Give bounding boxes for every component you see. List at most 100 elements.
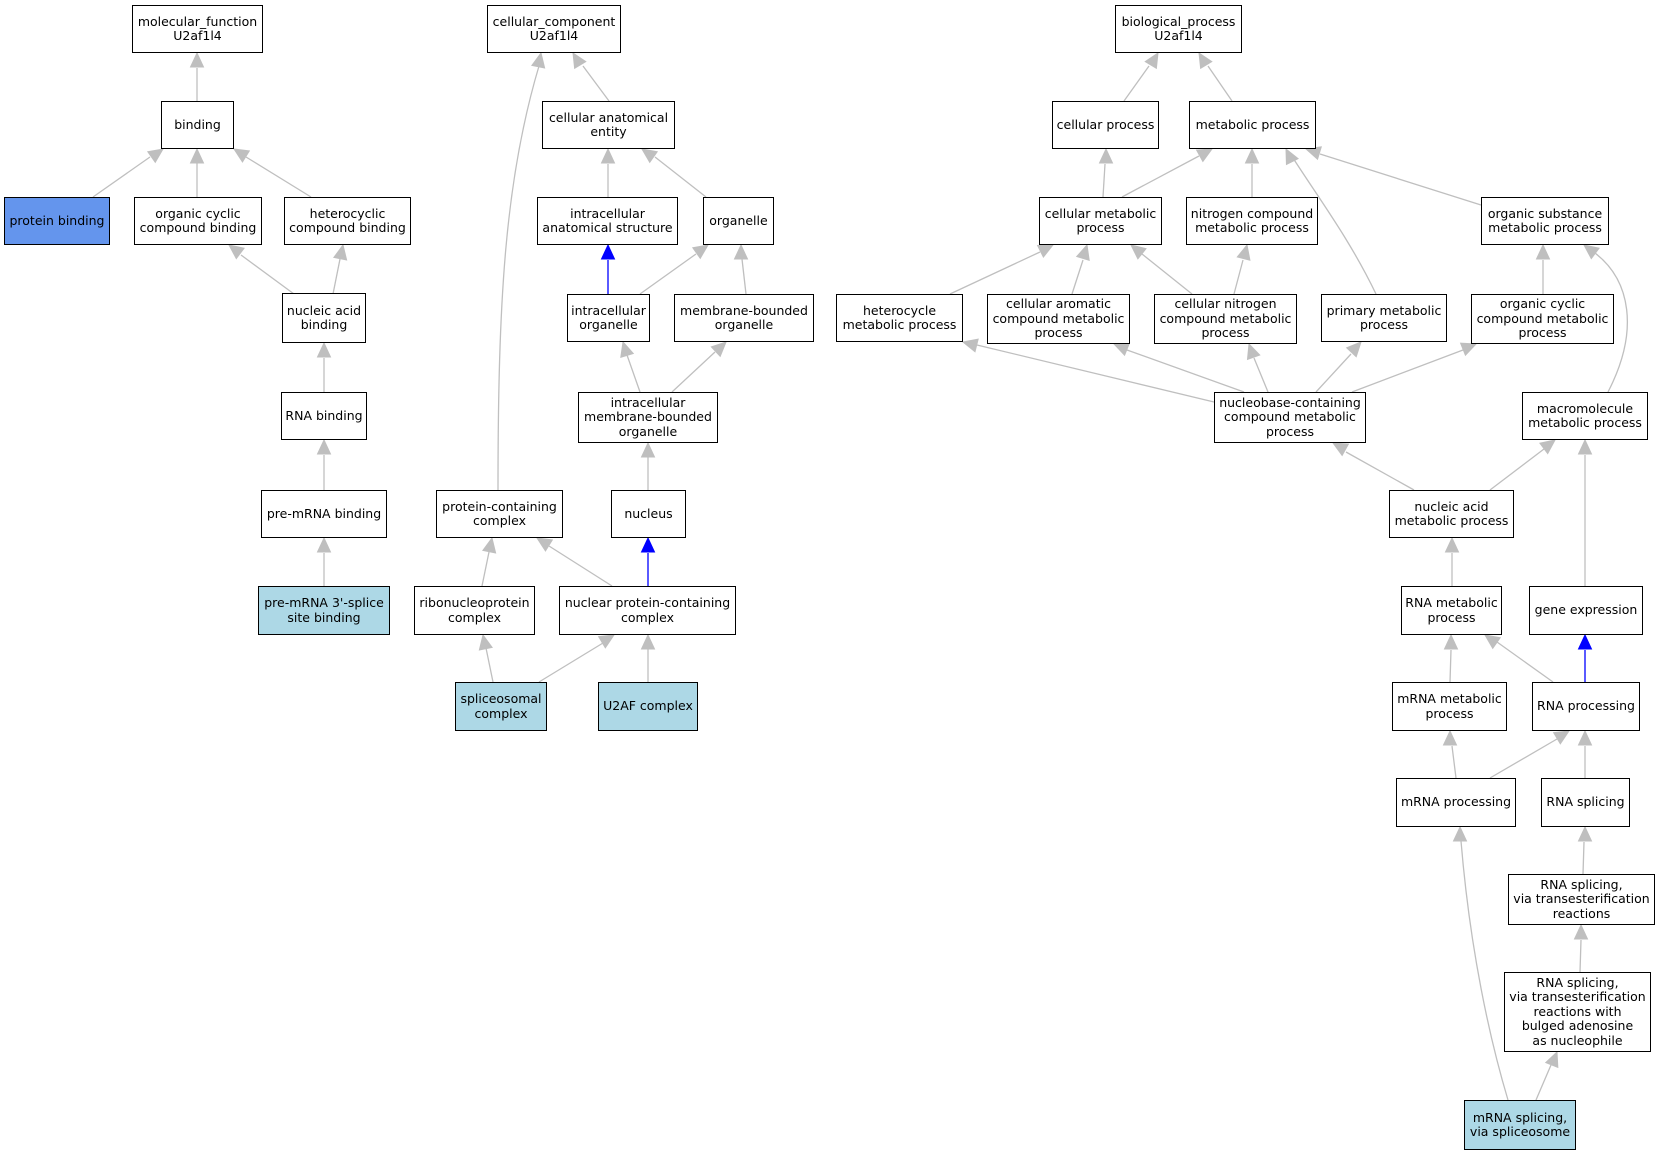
edge-line (1496, 641, 1554, 683)
go-term-protein-binding[interactable]: protein binding (4, 197, 110, 245)
go-term-mrna-processing[interactable]: mRNA processing (1396, 778, 1516, 827)
edge-line (1292, 157, 1377, 295)
go-term-nitrogen-compound-metabolic-process[interactable]: nitrogen compound metabolic process (1186, 197, 1318, 245)
edge-arrowhead (189, 51, 205, 68)
edge-arrowhead (482, 536, 497, 554)
edge-line (1579, 939, 1582, 973)
go-term-organelle[interactable]: organelle (703, 197, 774, 245)
edge-arrowhead (1459, 342, 1478, 357)
edge-arrowhead (1577, 729, 1593, 746)
edge-arrowhead (1195, 148, 1214, 163)
go-term-intracellular-organelle[interactable]: intracellular organelle (567, 294, 650, 342)
go-term-cellular-aromatic-compound-metabolic-process[interactable]: cellular aromatic compound metabolic pro… (987, 294, 1130, 344)
edge-line (1345, 451, 1415, 491)
go-term-macromolecule-metabolic-process[interactable]: macromolecule metabolic process (1522, 392, 1648, 440)
go-term-ribonucleoprotein-complex[interactable]: ribonucleoprotein complex (414, 586, 535, 635)
edge-arrowhead (1452, 825, 1468, 842)
go-term-cellular-metabolic-process[interactable]: cellular metabolic process (1039, 197, 1162, 245)
go-term-metabolic-process[interactable]: metabolic process (1189, 101, 1316, 149)
edge-line (1315, 353, 1352, 393)
go-term-pre-mrna-3-splice-site-binding[interactable]: pre-mRNA 3'-splice site binding (258, 586, 390, 635)
edge-line (1489, 738, 1558, 779)
go-term-nucleic-acid-binding[interactable]: nucleic acid binding (282, 293, 366, 343)
go-term-organic-cyclic-compound-binding[interactable]: organic cyclic compound binding (134, 197, 262, 245)
edge-arrowhead (1098, 147, 1114, 164)
edge-line (1121, 155, 1200, 198)
go-term-rna-binding[interactable]: RNA binding (281, 392, 367, 440)
go-term-u2af-complex[interactable]: U2AF complex (598, 682, 698, 731)
go-term-cellular-nitrogen-compound-metabolic-process[interactable]: cellular nitrogen compound metabolic pro… (1154, 294, 1297, 344)
go-term-intracellular-anatomical-structure[interactable]: intracellular anatomical structure (537, 197, 678, 245)
go-term-heterocycle-metabolic-process[interactable]: heterocycle metabolic process (836, 294, 963, 342)
go-term-nuclear-protein-containing-complex[interactable]: nuclear protein-containing complex (559, 586, 736, 635)
go-term-protein-containing-complex[interactable]: protein-containing complex (436, 490, 563, 538)
go-term-rna-processing[interactable]: RNA processing (1532, 682, 1640, 731)
edge-arrowhead (1236, 243, 1251, 261)
go-term-intracellular-membrane-bounded-organelle[interactable]: intracellular membrane-bounded organelle (578, 392, 718, 443)
edge-line (1141, 253, 1193, 295)
edge-line (245, 156, 312, 198)
edge-line (626, 354, 641, 393)
edge-arrowhead (1112, 342, 1131, 357)
go-term-molecular-function-root[interactable]: molecular_function U2af1l4 (132, 5, 263, 53)
edge-arrowhead (228, 244, 245, 260)
edge-arrowhead (316, 341, 332, 358)
edge-line (1582, 841, 1585, 875)
edge-arrowhead (691, 244, 709, 260)
edge-arrowhead (1246, 342, 1261, 361)
edge-arrowhead (1130, 244, 1147, 260)
edge-line (1126, 349, 1245, 393)
edge-arrowhead (316, 438, 332, 455)
go-term-binding[interactable]: binding (161, 101, 234, 149)
go-term-cellular-process[interactable]: cellular process (1052, 101, 1159, 149)
edge-arrowhead (710, 341, 727, 358)
go-term-biological-process-root[interactable]: biological_process U2af1l4 (1115, 5, 1242, 53)
go-term-rna-splicing-bulged-adenosine[interactable]: RNA splicing, via transesterification re… (1504, 972, 1651, 1052)
edge-line (976, 344, 1215, 403)
edge-line (538, 642, 604, 683)
go-term-organic-substance-metabolic-process[interactable]: organic substance metabolic process (1481, 197, 1609, 245)
edge-arrowhead (1036, 244, 1055, 258)
edge-arrowhead (1442, 729, 1458, 746)
go-term-heterocyclic-compound-binding[interactable]: heterocyclic compound binding (284, 197, 411, 245)
go-term-rna-splicing-via-transesterification[interactable]: RNA splicing, via transesterification re… (1508, 874, 1655, 925)
go-term-nucleus[interactable]: nucleus (611, 490, 686, 538)
edge-line (1319, 153, 1482, 206)
go-term-mrna-splicing-via-spliceosome[interactable]: mRNA splicing, via spliceosome (1464, 1100, 1576, 1150)
edge-line (1253, 357, 1269, 393)
edge-arrowhead (1577, 438, 1593, 455)
edge-arrowhead (1285, 147, 1299, 166)
edge-arrowhead (733, 243, 749, 260)
edge-arrowhead (232, 148, 251, 163)
edge-arrowhead (478, 633, 493, 651)
go-term-cellular-component-root[interactable]: cellular_component U2af1l4 (487, 5, 621, 53)
go-term-primary-metabolic-process[interactable]: primary metabolic process (1321, 294, 1447, 342)
go-term-pre-mrna-binding[interactable]: pre-mRNA binding (261, 490, 387, 538)
edge-arrowhead (531, 51, 546, 69)
edge-line (1535, 1064, 1552, 1101)
edge-line (548, 545, 613, 587)
go-term-spliceosomal-complex[interactable]: spliceosomal complex (455, 682, 547, 731)
edge-line (949, 251, 1041, 295)
edge-arrowhead (1443, 633, 1459, 650)
edge-line (1351, 349, 1464, 393)
go-term-membrane-bounded-organelle[interactable]: membrane-bounded organelle (674, 294, 814, 342)
edge-arrowhead (1577, 633, 1593, 650)
go-term-rna-splicing[interactable]: RNA splicing (1541, 778, 1630, 827)
go-term-nucleic-acid-metabolic-process[interactable]: nucleic acid metabolic process (1389, 490, 1514, 538)
edge-arrowhead (572, 51, 587, 70)
edge-line (1460, 840, 1509, 1101)
edge-arrowhead (333, 243, 348, 261)
go-term-rna-metabolic-process[interactable]: RNA metabolic process (1401, 586, 1502, 635)
edge-arrowhead (1544, 1050, 1559, 1069)
edge-arrowhead (640, 536, 656, 553)
edge-arrowhead (1244, 147, 1260, 164)
go-term-gene-expression[interactable]: gene expression (1529, 586, 1643, 635)
go-term-mrna-metabolic-process[interactable]: mRNA metabolic process (1392, 682, 1507, 731)
edge-line (671, 351, 716, 393)
go-term-cellular-anatomical-entity[interactable]: cellular anatomical entity (542, 101, 675, 149)
edge-arrowhead (1484, 634, 1502, 650)
go-term-nucleobase-containing-compound-metabolic-process[interactable]: nucleobase-containing compound metabolic… (1214, 392, 1366, 443)
edge-arrowhead (1552, 730, 1571, 745)
go-term-organic-cyclic-compound-metabolic-process[interactable]: organic cyclic compound metabolic proces… (1471, 294, 1614, 344)
